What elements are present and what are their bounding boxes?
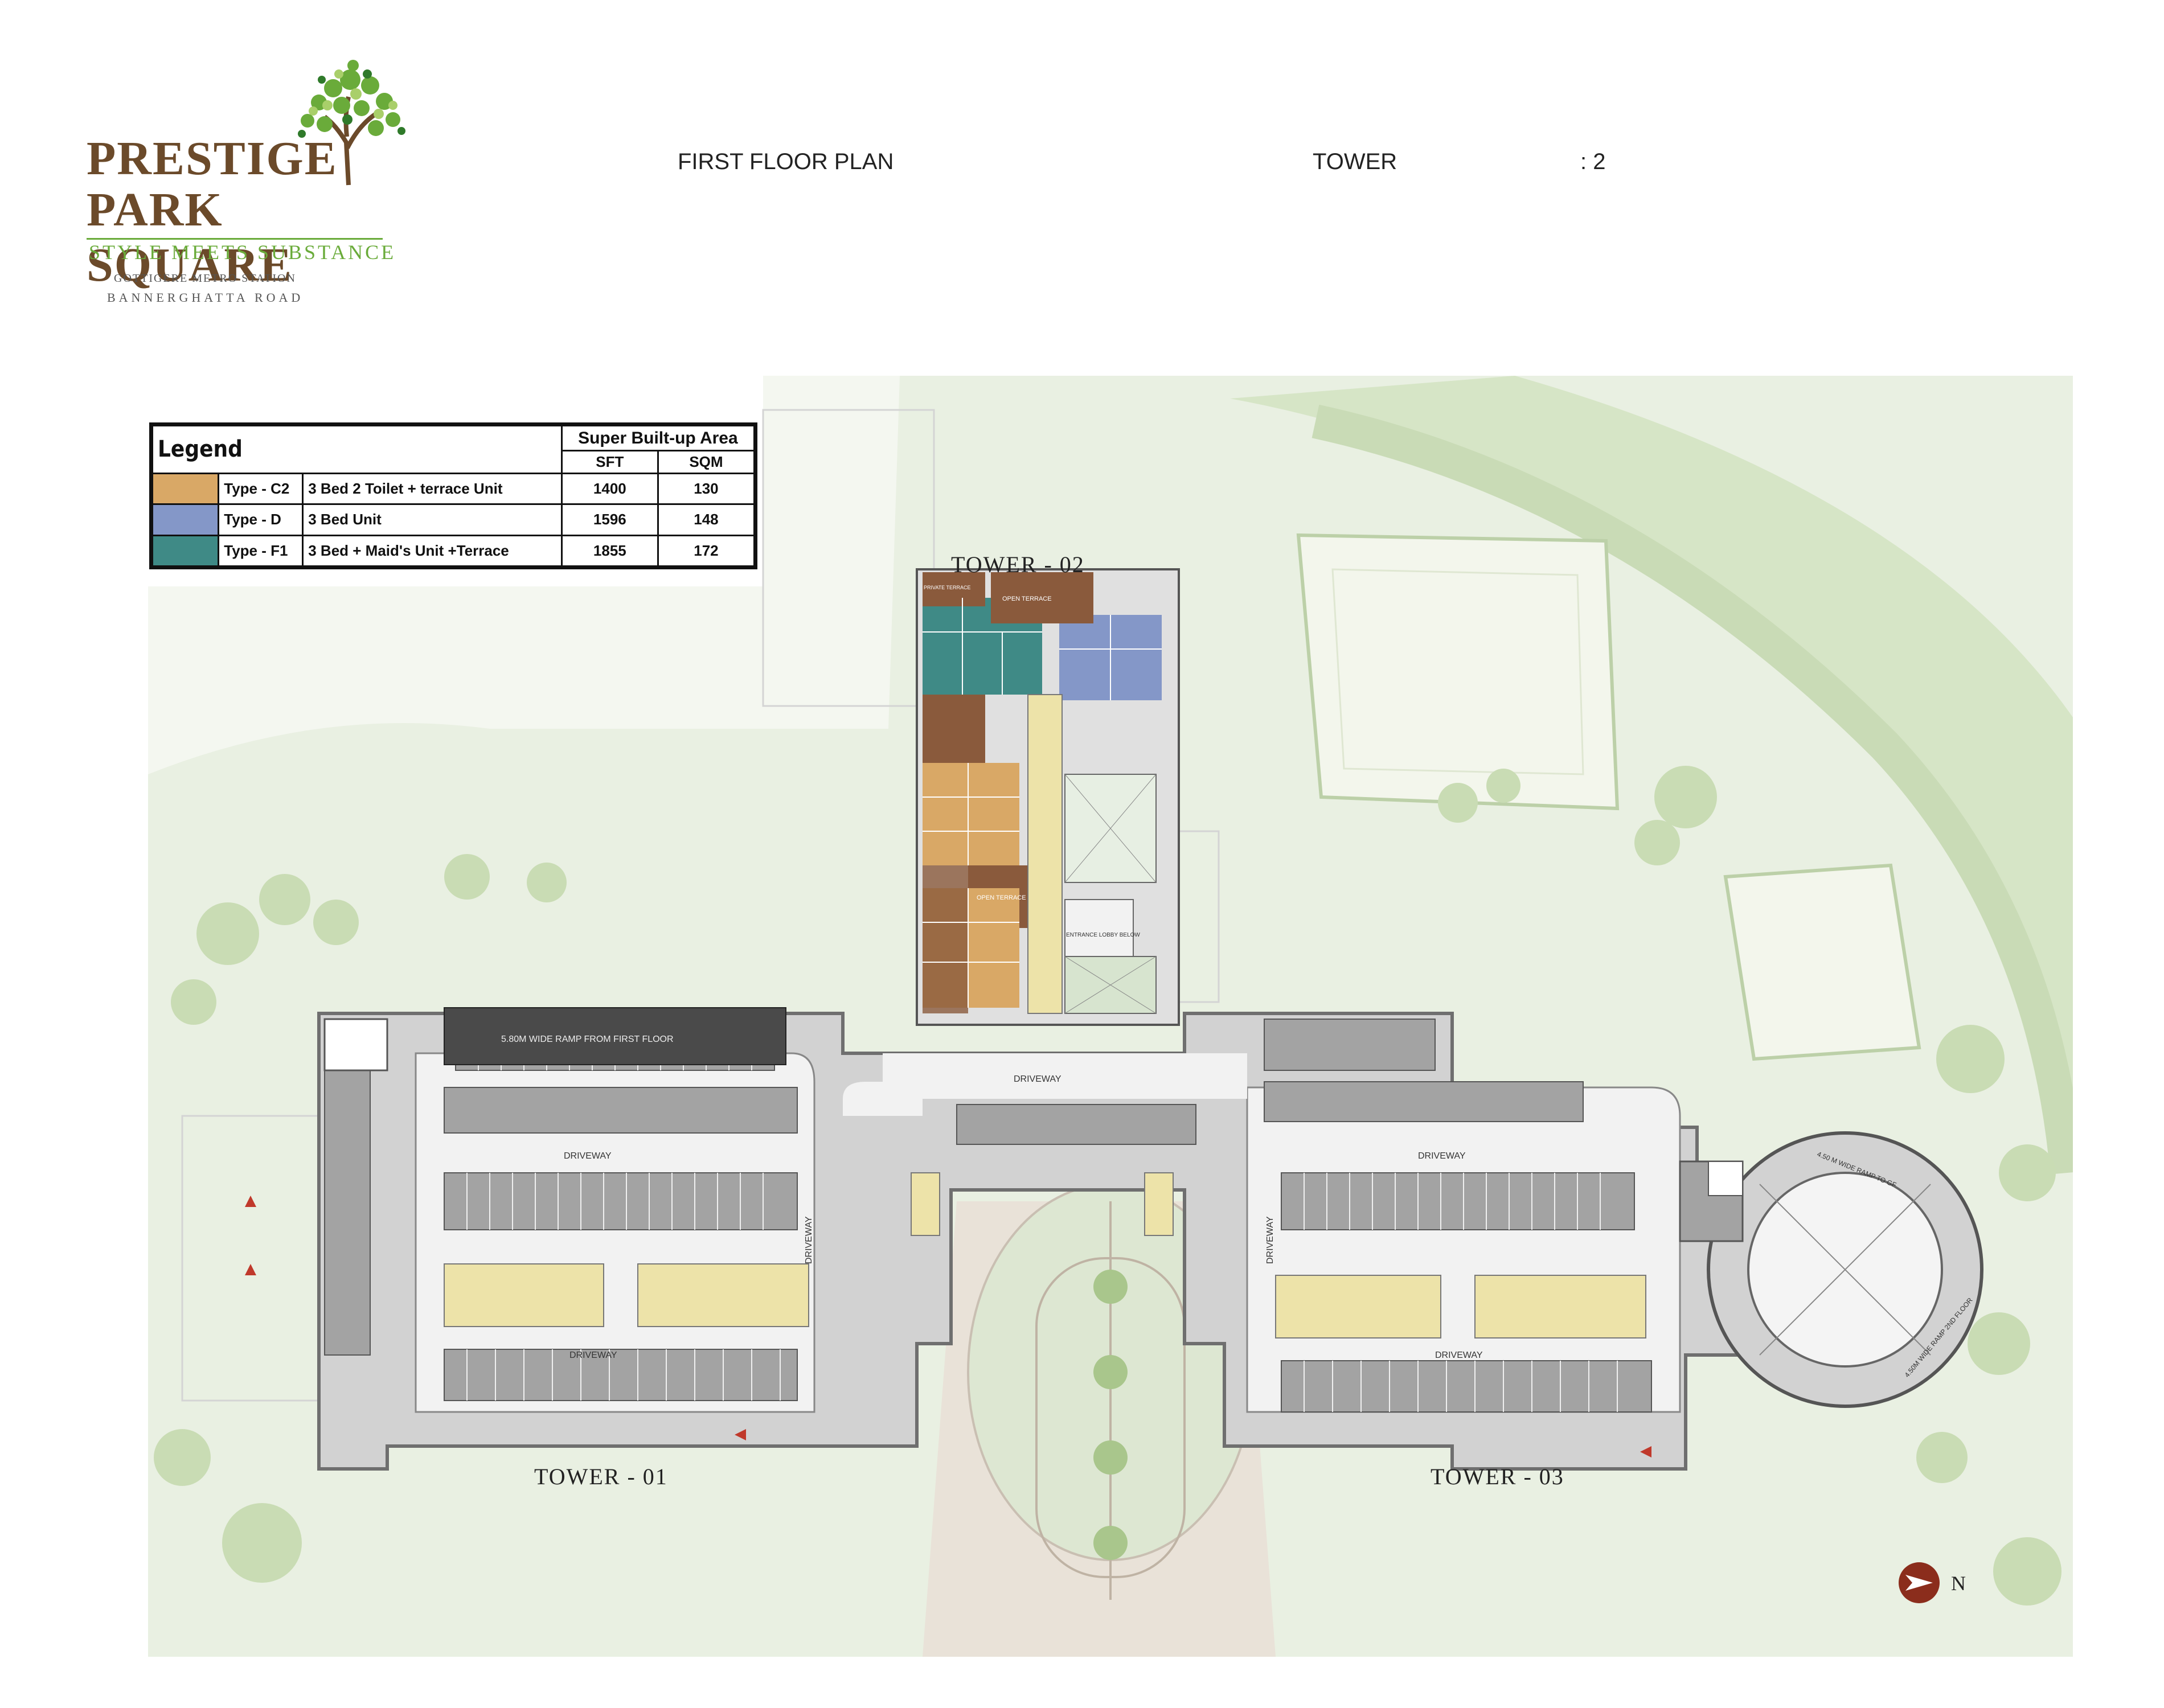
- legend-sft-c2: 1400: [560, 472, 659, 506]
- driveway-label-left-bottom: DRIVEWAY: [569, 1350, 617, 1360]
- open-terrace-label-top: OPEN TERRACE: [1002, 596, 1052, 602]
- open-terrace-top: [991, 572, 1093, 623]
- tower-02-label: TOWER - 02: [951, 552, 1085, 577]
- brand-tagline: STYLE MEETS SUBSTANCE: [89, 241, 396, 264]
- brand-logo: PRESTIGE PARK SQUARE STYLE MEETS SUBSTAN…: [80, 57, 405, 307]
- legend-sqm-c2: 130: [657, 472, 756, 506]
- brand-name-line1: PRESTIGE: [87, 132, 338, 185]
- sports-court-2: [1723, 863, 1921, 1061]
- legend-desc-c2: 3 Bed 2 Toilet + terrace Unit: [302, 472, 563, 506]
- site-plan: 5.80M WIDE RAMP FROM FIRST FLOOR DRIVEWA…: [148, 376, 2073, 1657]
- legend-area-header: Super Built-up Area: [560, 424, 756, 452]
- legend-type-f1: Type - F1: [218, 534, 304, 568]
- driveway-label-left-vertical: DRIVEWAY: [804, 1216, 814, 1264]
- ramp-first-floor-label: 5.80M WIDE RAMP FROM FIRST FLOOR: [501, 1034, 674, 1044]
- ramp-first-floor: [444, 1007, 786, 1065]
- tower-02-block: OPEN TERRACE OPEN TERRACE PRIVATE TERRAC…: [916, 568, 1180, 1026]
- brand-divider: [87, 238, 383, 240]
- legend-table: Legend Super Built-up Area SFT SQM Type …: [149, 422, 757, 569]
- tower-value: : 2: [1580, 149, 1606, 174]
- legend-col-sqm: SQM: [657, 450, 756, 474]
- landscape-trees: [154, 766, 2061, 1606]
- open-terrace-label-mid: OPEN TERRACE: [977, 894, 1026, 901]
- legend-row-d: Type - D 3 Bed Unit 1596 148: [151, 503, 756, 536]
- legend-sft-f1: 1855: [560, 534, 659, 568]
- brand-location-line2: BANNERGHATTA ROAD: [107, 290, 304, 305]
- unit-type-c2-upper: [923, 763, 1019, 865]
- entrance-lobby-label: ENTRANCE LOBBY BELOW: [1066, 932, 1140, 938]
- legend-row-c2: Type - C2 3 Bed 2 Toilet + terrace Unit …: [151, 472, 756, 506]
- north-arrow-icon: [1899, 1562, 1940, 1603]
- legend-type-d: Type - D: [218, 503, 304, 536]
- traffic-arrows: [245, 1196, 1651, 1457]
- driveway-label-left-mid: DRIVEWAY: [564, 1151, 612, 1161]
- legend-sqm-f1: 172: [657, 534, 756, 568]
- brand-location-line1: GOTTIGERE METRO STATION: [114, 272, 296, 285]
- legend-swatch-d: [151, 503, 220, 536]
- tower-01-label: TOWER - 01: [534, 1464, 668, 1489]
- north-indicator: N: [1896, 1560, 1987, 1606]
- legend-sft-d: 1596: [560, 503, 659, 536]
- service-cores: [444, 1172, 1646, 1339]
- private-terrace-label: PRIVATE TERRACE: [924, 585, 971, 590]
- north-label: N: [1951, 1572, 1966, 1595]
- driveway-label-top: DRIVEWAY: [1014, 1074, 1061, 1084]
- legend-type-c2: Type - C2: [218, 472, 304, 506]
- plan-title: FIRST FLOOR PLAN: [678, 149, 894, 174]
- tower-03-label: TOWER - 03: [1431, 1464, 1564, 1489]
- legend-title: Legend: [151, 425, 563, 474]
- legend-desc-f1: 3 Bed + Maid's Unit +Terrace: [302, 534, 563, 568]
- legend-row-f1: Type - F1 3 Bed + Maid's Unit +Terrace 1…: [151, 534, 756, 568]
- driveway-label-right-mid: DRIVEWAY: [1418, 1151, 1466, 1161]
- legend-swatch-f1: [151, 534, 220, 568]
- legend-sqm-d: 148: [657, 503, 756, 536]
- driveway-label-right-vertical: DRIVEWAY: [1265, 1216, 1275, 1264]
- helical-ramp: 4.50 M WIDE RAMP TO GF 4.50M WIDE RAMP 2…: [1707, 1131, 1983, 1408]
- tree-icon: [298, 60, 405, 186]
- legend-swatch-c2: [151, 472, 220, 506]
- driveway-label-right-bottom: DRIVEWAY: [1435, 1350, 1483, 1360]
- legend-desc-d: 3 Bed Unit: [302, 503, 563, 536]
- brand-name-line2: PARK SQUARE: [87, 183, 293, 291]
- legend-col-sft: SFT: [560, 450, 659, 474]
- tower-label: TOWER: [1313, 149, 1397, 174]
- sports-court-1: [1296, 533, 1620, 811]
